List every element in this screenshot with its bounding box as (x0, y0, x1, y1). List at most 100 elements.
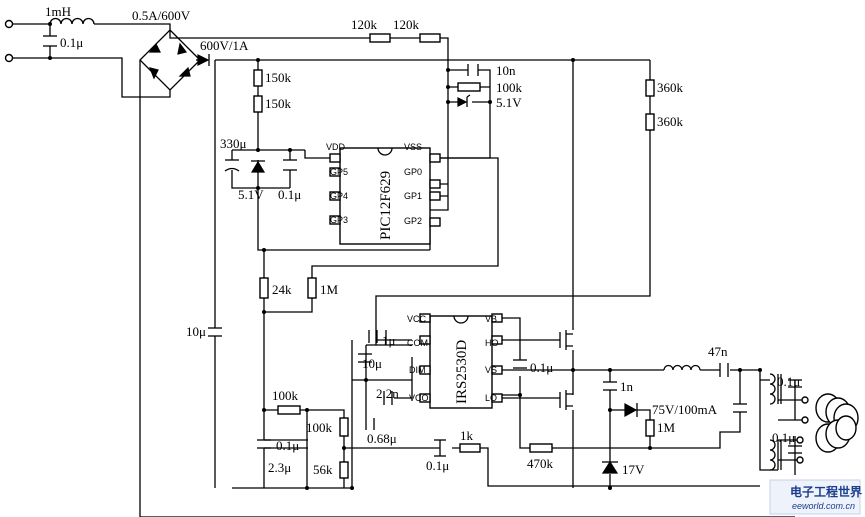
driver-pin-vco: VCO (409, 393, 429, 403)
resistor-56k (339, 461, 349, 479)
supply-section: 150k 150k 330μ 5.1V 0.1μ (220, 69, 301, 202)
driver-pin-dim: DIM (409, 365, 426, 375)
cap-2n2 (383, 391, 393, 405)
label-600v: 600V/1A (200, 38, 249, 53)
label-01u-filament-b: 0.1μ (772, 430, 795, 445)
right-divider: 360k 360k (645, 79, 684, 131)
label-56k: 56k (313, 462, 333, 477)
label-bridge-rating: 0.5A/600V (132, 8, 191, 23)
label-1u: 1μ (382, 333, 396, 348)
label-75v: 75V/100mA (652, 402, 718, 417)
driver-pins-left: VCC COM DIM VCO (407, 313, 431, 403)
label-10u-bulk: 10μ (186, 324, 206, 339)
resistor-100k-v (339, 417, 349, 437)
label-470k: 470k (527, 456, 554, 471)
resistor-360k-b (645, 113, 655, 131)
driver-pin-lo: LO (485, 393, 497, 403)
watermark-cn: 电子工程世界 (790, 484, 862, 499)
label-1m-out: 1M (657, 420, 676, 435)
pic-pin-vdd: VDD (326, 142, 346, 152)
label-068u: 0.68μ (367, 431, 397, 446)
cap-filament-a (788, 379, 802, 388)
driver-pin-vb: VB (485, 314, 497, 324)
label-01u-filament-a: 0.1μ (777, 374, 800, 389)
label-input-cap: 0.1μ (60, 35, 83, 50)
label-5v1-top: 5.1V (496, 95, 522, 110)
label-1n: 1n (620, 379, 634, 394)
pic-pin-gp2: GP2 (404, 216, 422, 226)
label-2n2: 2.2n (376, 386, 399, 401)
label-100k-v: 100k (306, 420, 333, 435)
label-1m-mid: 1M (320, 282, 339, 297)
label-1k: 1k (460, 428, 474, 443)
resistor-100k-h (277, 405, 301, 415)
cfl-lamp-icon (796, 393, 859, 464)
mosfet-low (559, 390, 573, 410)
pic-mcu: PIC12F629 VDD GP5 GP4 GP3 VSS GP0 GP1 GP… (326, 142, 441, 245)
watermark-logo: 电子工程世界 eeworld.com.cn (769, 479, 862, 515)
zener-17v (601, 460, 619, 474)
cap-1u (368, 330, 378, 343)
label-360k-a: 360k (657, 80, 684, 95)
label-330u: 330μ (220, 136, 247, 151)
resistor-1m-out (645, 419, 655, 437)
driver-pins-right: VB HO VS LO (485, 313, 503, 403)
label-150k-a: 150k (265, 70, 292, 85)
driver-caps: 1μ 10μ 2.2n 0.1μ (358, 330, 553, 405)
driver-name: IRS2530D (454, 340, 470, 404)
pic-pin-gp0: GP0 (404, 167, 422, 177)
input-terminal-l (4, 19, 14, 29)
resistor-120k-a (369, 33, 391, 43)
label-10u-com: 10μ (362, 356, 382, 371)
label-24k: 24k (272, 282, 292, 297)
cap-vb (513, 359, 527, 369)
bridge-rectifier: 0.5A/600V (132, 8, 201, 91)
label-120k-a: 120k (351, 17, 378, 32)
driver-ic: IRS2530D VCC COM DIM VCO VB HO VS LO (407, 313, 503, 409)
label-17v: 17V (622, 462, 645, 477)
label-47n: 47n (708, 344, 728, 359)
label-100k-h: 100k (272, 388, 299, 403)
resistor-100k-top (457, 82, 481, 92)
input-section: 1mH 0.1μ (4, 4, 95, 63)
junction-dots (48, 22, 762, 490)
cap-output-shunt (733, 403, 747, 413)
label-5v1-supply: 5.1V (238, 187, 264, 202)
driver-pin-vcc: VCC (407, 314, 427, 324)
resistor-470k (529, 443, 553, 453)
pic-pins-left: VDD GP5 GP4 GP3 (326, 142, 348, 225)
resistor-150k-a (253, 69, 263, 87)
cap-10n (467, 64, 479, 76)
label-100k-top: 100k (496, 80, 523, 95)
cap-input (43, 35, 57, 47)
driver-pin-com: COM (407, 338, 428, 348)
resistor-150k-b (253, 95, 263, 113)
label-23u: 2.3μ (268, 460, 291, 475)
upper-resistors: 120k 120k 10n 100k 5.1V (351, 17, 523, 110)
label-150k-b: 150k (265, 96, 292, 111)
cap-01u-supply (283, 159, 297, 171)
label-120k-b: 120k (393, 17, 420, 32)
driver-pin-vs: VS (485, 365, 497, 375)
label-01u-supply: 0.1μ (278, 187, 301, 202)
watermark-en: eeworld.com.cn (792, 501, 855, 511)
wires (12, 23, 805, 517)
bottom-section: 0.1μ 1k 470k 17V (426, 428, 645, 477)
diode-600v: 600V/1A (197, 38, 249, 66)
inductor-output (663, 364, 701, 371)
pic-pin-gp5: GP5 (330, 167, 348, 177)
dim-network: 100k 100k 0.1μ 2.3μ 56k 0.68μ (257, 388, 397, 479)
pic-pin-gp3: GP3 (330, 215, 348, 225)
label-01u-bottom: 0.1μ (426, 458, 449, 473)
mosfet-high (559, 330, 573, 350)
zener-5v1-top (457, 94, 471, 107)
output-section: 1n 47n 75V/100mA 1M 0.1μ (603, 344, 859, 471)
diode-75v (624, 402, 638, 418)
mid-section: 24k 1M 10μ (186, 277, 339, 339)
inductor-1mh (49, 17, 95, 25)
label-10n: 10n (496, 63, 516, 78)
cap-1n (603, 381, 617, 391)
label-360k-b: 360k (657, 114, 684, 129)
resistor-1m-mid (307, 277, 317, 299)
